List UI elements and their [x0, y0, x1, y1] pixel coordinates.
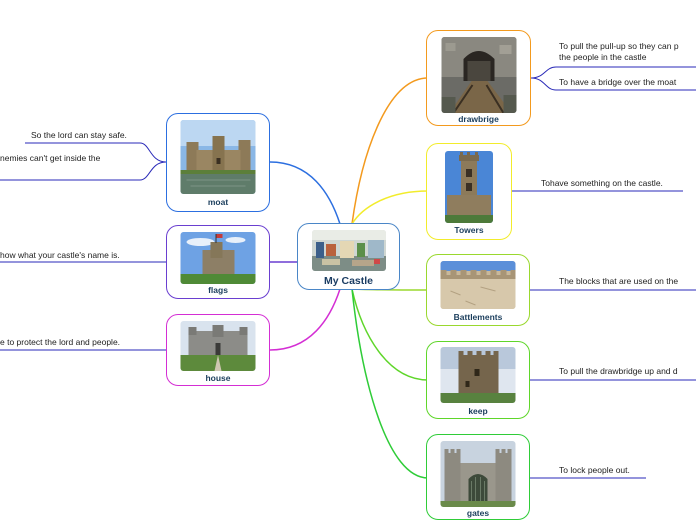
classroom-image: [311, 230, 386, 271]
tower-photo: [445, 151, 493, 223]
house-castle-photo: [180, 321, 256, 371]
topic-gates[interactable]: gates: [426, 434, 530, 520]
topic-house[interactable]: house: [166, 314, 270, 386]
topic-moat[interactable]: moat: [166, 113, 270, 212]
note-flags-1[interactable]: how what your castle's name is.: [0, 250, 120, 260]
gates-photo: [440, 441, 516, 507]
note-towers-1[interactable]: Tohave something on the castle.: [541, 178, 663, 188]
topic-label: drawbrige: [458, 114, 499, 124]
topic-label: Towers: [454, 225, 484, 235]
keep-photo: [440, 347, 516, 403]
note-keep-1[interactable]: To pull the drawbridge up and d: [559, 366, 678, 376]
battlements-photo: [440, 261, 516, 309]
connector-gates: [351, 288, 429, 479]
note-line-drawbrige-2: [530, 77, 696, 91]
connector-house: [269, 288, 341, 351]
note-line-moat-2: [0, 161, 167, 181]
note-moat-1[interactable]: So the lord can stay safe.: [31, 130, 127, 140]
topic-label: gates: [466, 508, 490, 518]
flag-castle-photo: [180, 232, 256, 284]
connector-keep: [351, 288, 429, 381]
connector-towers: [351, 190, 429, 225]
topic-label: flags: [208, 285, 228, 295]
connector-drawbrige: [351, 77, 429, 225]
central-topic-label: My Castle: [323, 275, 374, 287]
note-house-1[interactable]: e to protect the lord and people.: [0, 337, 121, 347]
note-battlements-1[interactable]: The blocks that are used on the: [559, 276, 679, 286]
topic-towers[interactable]: Towers: [426, 143, 512, 240]
topic-drawbrige[interactable]: drawbrige: [426, 30, 531, 126]
note-line-moat-1: [25, 142, 167, 163]
topic-battlements[interactable]: Battlements: [426, 254, 530, 326]
topic-label: keep: [468, 406, 488, 416]
note-line-drawbrige-1: [530, 66, 696, 79]
central-topic-my-castle[interactable]: My Castle: [297, 223, 400, 290]
topic-label: Battlements: [453, 312, 503, 322]
drawbridge-photo: [441, 37, 516, 113]
topic-keep[interactable]: keep: [426, 341, 530, 419]
note-moat-2[interactable]: nemies can't get inside the: [0, 153, 101, 163]
topic-label: house: [205, 373, 231, 383]
note-drawbrige-1[interactable]: To pull the pull-up so they can p the pe…: [559, 41, 679, 62]
moat-castle-photo: [180, 120, 256, 194]
connector-moat: [269, 161, 341, 225]
topic-flags[interactable]: flags: [166, 225, 270, 299]
note-gates-1[interactable]: To lock people out.: [559, 465, 630, 475]
topic-label: moat: [207, 197, 229, 207]
note-drawbrige-2[interactable]: To have a bridge over the moat: [559, 77, 677, 87]
